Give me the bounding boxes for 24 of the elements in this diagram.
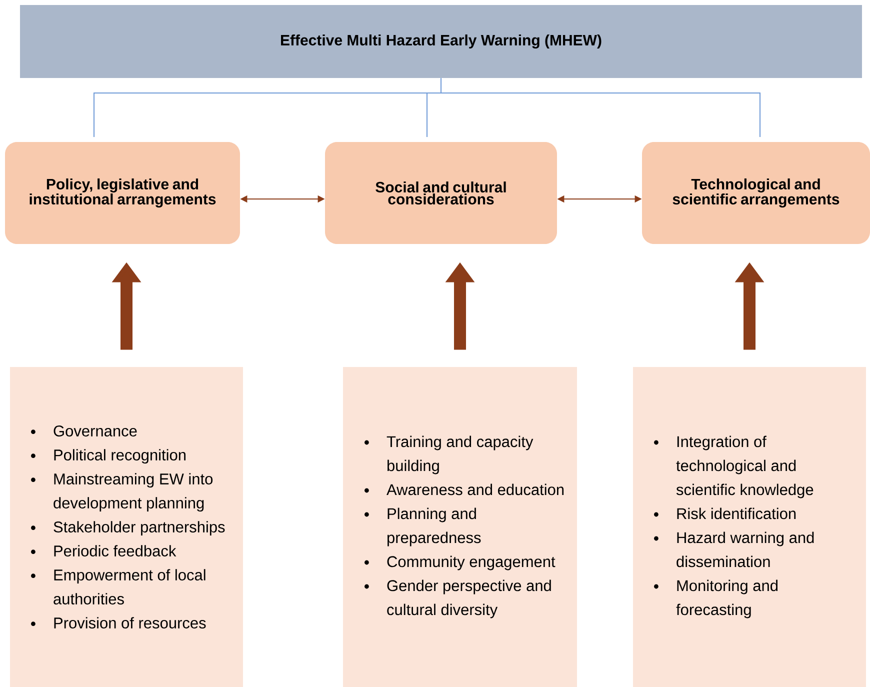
bullet-item: Risk identification <box>654 508 796 520</box>
bullet-item: Integration of technological and scientific knowledge <box>654 436 814 498</box>
bullet-item: Provision of resources <box>31 617 206 628</box>
bullet-item: Gender perspective and cultural diversity <box>364 580 551 618</box>
bullet-item: Awareness and education <box>364 484 564 496</box>
bullet-item: Monitoring and forecasting <box>654 580 778 618</box>
bullet-item: Stakeholder partnerships <box>31 521 225 536</box>
category-box: Technological and scientific arrangements <box>642 142 870 244</box>
bullet-list-box <box>343 367 577 687</box>
category-box: Social and cultural considerations <box>325 142 557 244</box>
bullet-item: Training and capacity building <box>364 436 534 474</box>
bullet-list-box <box>633 367 866 687</box>
bullet-list-box <box>10 367 243 687</box>
bullet-item: Periodic feedback <box>31 545 176 556</box>
category-box: Policy, legislative and institutional arrangements <box>5 142 240 244</box>
bullet-item: Planning and preparedness <box>364 508 481 546</box>
bullet-item: Political recognition <box>31 449 186 464</box>
bullet-item: Community engagement <box>364 556 556 570</box>
bullet-item: Hazard warning and dissemination <box>654 532 814 568</box>
bullet-item: Mainstreaming EW into development planning <box>31 473 213 512</box>
connector-line <box>440 78 760 138</box>
bullet-item: Governance <box>31 426 137 436</box>
bullet-item: Empowerment of local authorities <box>31 569 206 604</box>
title-banner: Effective Multi Hazard Early Warning (MHEW) <box>20 5 862 78</box>
